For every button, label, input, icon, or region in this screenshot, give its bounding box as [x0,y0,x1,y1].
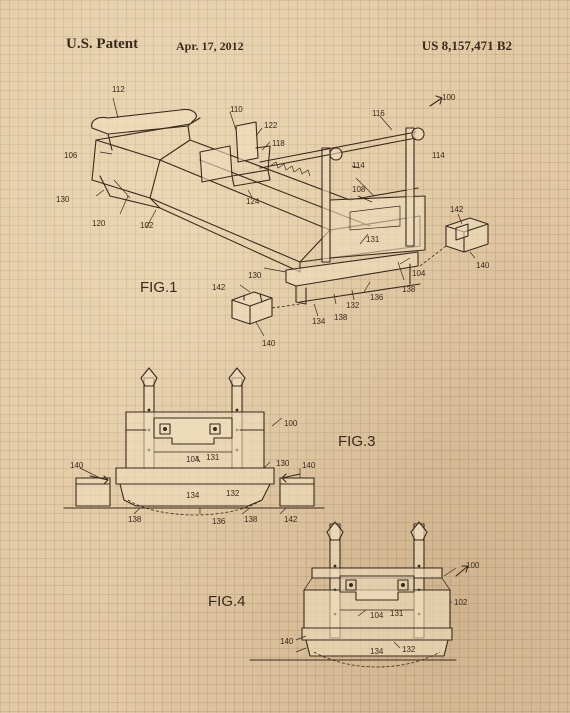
ref-134-fig4: 134 [370,647,384,656]
ref-110: 110 [230,105,243,114]
ref-140-fig3a: 140 [70,461,84,470]
ref-120: 120 [92,219,106,228]
ref-132-fig3: 132 [226,489,240,498]
ref-104-fig3: 104 [186,455,200,464]
ref-130-fig3: 130 [276,459,290,468]
ref-108: 108 [352,185,366,194]
ref-136-fig1: 136 [370,293,384,302]
ref-100-fig3: 100 [284,419,298,428]
ref-136-fig3: 136 [212,517,226,526]
ref-132-fig4: 132 [402,645,416,654]
ref-134-fig1: 134 [312,317,326,326]
ref-130-fig1a: 130 [56,195,70,204]
ref-100-fig1: 100 [442,93,456,102]
ref-138-fig3b: 138 [244,515,258,524]
ref-132-fig1: 132 [346,301,360,310]
ref-106: 106 [64,151,78,160]
fig1-drawing [91,95,489,337]
ref-138-fig3a: 138 [128,515,142,524]
ref-116: 116 [372,109,385,118]
ref-140-fig3b: 140 [302,461,316,470]
ref-114-right: 114 [432,151,445,160]
fig3-drawing [63,367,325,516]
ref-118: 118 [272,139,285,148]
ref-102-fig1: 102 [140,221,154,230]
patent-title: U.S. Patent [66,36,139,52]
ref-122: 122 [264,121,278,130]
ref-131-fig1: 131 [366,235,380,244]
ref-130-fig1b: 130 [248,271,262,280]
ref-131-fig4: 131 [390,609,404,618]
fig4-label: FIG.4 [208,593,246,610]
ref-100-fig4: 100 [466,561,480,570]
ref-140-fig1b: 140 [476,261,490,270]
fig1-label: FIG.1 [140,279,178,296]
ref-138-fig1a: 138 [402,285,416,294]
ref-104-fig1: 104 [412,269,426,278]
patent-date: Apr. 17, 2012 [176,39,244,53]
ref-140-fig1a: 140 [262,339,276,348]
ref-102-fig4: 102 [454,598,468,607]
patent-number: US 8,157,471 B2 [421,38,512,53]
ref-114-left: 114 [352,161,365,170]
ref-138-fig1b: 138 [334,313,348,322]
ref-131-fig3: 131 [206,453,220,462]
ref-104-fig4: 104 [370,611,384,620]
ref-142-fig1b: 142 [450,205,464,214]
ref-142-fig1a: 142 [212,283,226,292]
ref-142-fig3: 142 [284,515,298,524]
fig4-drawing [249,521,469,668]
ref-134-fig3: 134 [186,491,200,500]
fig3-label: FIG.3 [338,433,376,450]
ref-140-fig4: 140 [280,637,294,646]
ref-124: 124 [246,197,260,206]
ref-112: 112 [112,85,125,94]
